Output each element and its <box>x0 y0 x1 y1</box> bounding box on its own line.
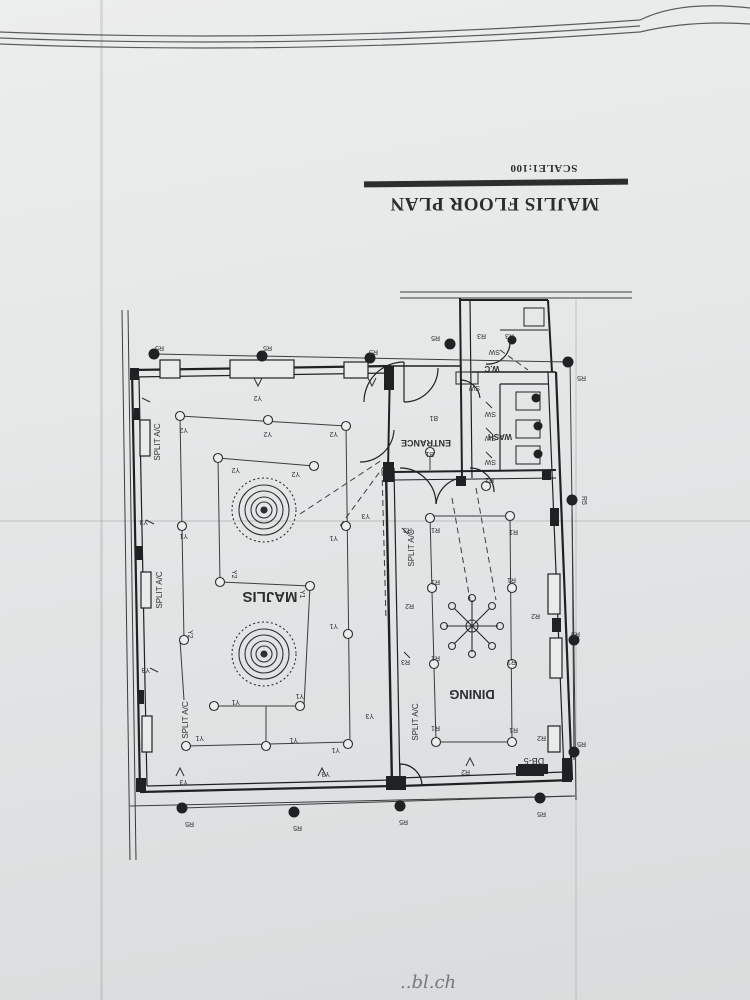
ceiling-fan <box>231 621 297 687</box>
circuit-tag: Y2 <box>291 470 300 477</box>
windows <box>139 359 563 753</box>
circuit-tag: Y2 <box>329 430 338 437</box>
circuit-tag: Y1 <box>289 736 298 743</box>
circuit-tag: R2 <box>461 768 470 775</box>
circuit-tag: Y2 <box>231 466 240 473</box>
circuit-tag: R2 <box>531 612 540 619</box>
circuit-tag: R1 <box>507 658 516 665</box>
room-label-majlis: MAJLIS <box>242 588 297 605</box>
switch-symbols <box>141 377 493 777</box>
circuit-tag: R1 <box>431 526 440 533</box>
circuit-tag: Y2 <box>186 630 193 639</box>
paper-crease <box>0 520 750 522</box>
circuit-tag: R1 <box>431 724 440 731</box>
circuit-tag: Y1 <box>331 746 340 753</box>
circuit-tag: SW <box>468 384 480 391</box>
circuit-tag: Y2 <box>263 430 272 437</box>
circuit-tag: Y3 <box>321 770 330 777</box>
split-ac-label: SPLIT A/C <box>411 703 420 740</box>
circuit-tag: Y3 <box>179 778 188 785</box>
circuit-tag: R1 <box>509 528 518 535</box>
circuit-tag: R2 <box>405 602 414 609</box>
distribution-board <box>518 764 548 774</box>
circuit-tag: R5 <box>185 820 194 827</box>
circuit-tag: R2 <box>485 476 494 483</box>
room-label-dining: DINING <box>449 687 495 702</box>
circuit-tag: Y3 <box>365 712 374 719</box>
circuit-tag: R1 <box>509 726 518 733</box>
circuit-tag: R5 <box>263 344 272 351</box>
circuit-tag: SW <box>488 348 500 355</box>
db-label: DB-5 <box>524 756 545 766</box>
circuit-tag: Y1 <box>329 622 338 629</box>
circuit-tag: R5 <box>399 818 408 825</box>
circuit-tag: R5 <box>431 334 440 341</box>
circuit-tag: SW <box>484 410 496 417</box>
doors <box>359 341 511 787</box>
circuit-tag: R5 <box>580 496 587 505</box>
room-label-entrance: ENTRANCE <box>401 438 451 448</box>
ceiling-fan <box>231 477 297 543</box>
circuit-tag: B1 <box>429 414 438 421</box>
paper-crease <box>575 300 577 1000</box>
split-ac-label: SPLIT A/C <box>181 701 190 738</box>
circuit-tag: Y1 <box>195 734 204 741</box>
room-label-wash: WASH <box>488 432 512 441</box>
circuit-tag: R5 <box>577 740 586 747</box>
circuit-tag: Y2 <box>179 426 188 433</box>
circuit-tag: Y1 <box>295 692 304 699</box>
switch-leads <box>299 349 529 621</box>
circuit-tag: SW <box>484 458 496 465</box>
ceiling-lights <box>174 410 518 752</box>
circuit-tag: R3 <box>401 658 410 665</box>
circuit-tag: SW <box>484 434 496 441</box>
circuit-tag: R3 <box>477 332 486 339</box>
circuit-tag: R3 <box>505 332 514 339</box>
circuit-tag: Y1 <box>298 590 305 599</box>
circuit-tag: Y3 <box>139 518 148 525</box>
handwritten-note: ..bl.ch <box>400 972 457 993</box>
room-labels: MAJLIS DINING ENTRANCE WASH W.C <box>242 364 512 702</box>
sheet-border <box>0 5 750 49</box>
circuit-tag: Y1 <box>329 534 338 541</box>
circuit-tag: R1 <box>431 578 440 585</box>
circuit-tag: Y2 <box>230 570 237 579</box>
circuit-tag: R1 <box>431 654 440 661</box>
circuit-tag: R5 <box>155 344 164 351</box>
circuit-tag: Y3 <box>361 512 370 519</box>
chandelier <box>439 593 505 659</box>
paper-crease <box>100 0 103 1000</box>
split-ac-label: SPLIT A/C <box>407 529 416 566</box>
split-ac-label: SPLIT A/C <box>155 571 164 608</box>
circuit-tag: Y1 <box>231 698 240 705</box>
split-ac-label: SPLIT A/C <box>153 423 162 460</box>
circuit-tag: B1 <box>425 450 434 457</box>
circuit-tag: Y1 <box>179 532 188 539</box>
circuit-tag: R5 <box>577 374 586 381</box>
wall-columns <box>130 366 572 792</box>
circuit-tag: R5 <box>369 348 378 355</box>
circuit-tag: R5 <box>293 824 302 831</box>
circuit-tag: R5 <box>537 810 546 817</box>
circuit-tag: R5 <box>571 630 580 637</box>
circuit-tag: R3 <box>403 526 412 533</box>
circuit-tag: Y3 <box>141 666 150 673</box>
room-label-wc: W.C <box>484 364 499 373</box>
circuit-labels: Y2 Y2 Y2 Y2 Y2 Y2 Y2 Y2 Y3 Y3 Y3 Y3 Y3 Y… <box>139 332 587 831</box>
circuit-tag: R2 <box>537 734 546 741</box>
circuit-tag: R1 <box>507 576 516 583</box>
fixture-labels: SPLIT A/C SPLIT A/C SPLIT A/C SPLIT A/C … <box>153 423 544 766</box>
circuit-tag: Y2 <box>253 394 262 401</box>
outdoor-lights <box>148 335 580 818</box>
